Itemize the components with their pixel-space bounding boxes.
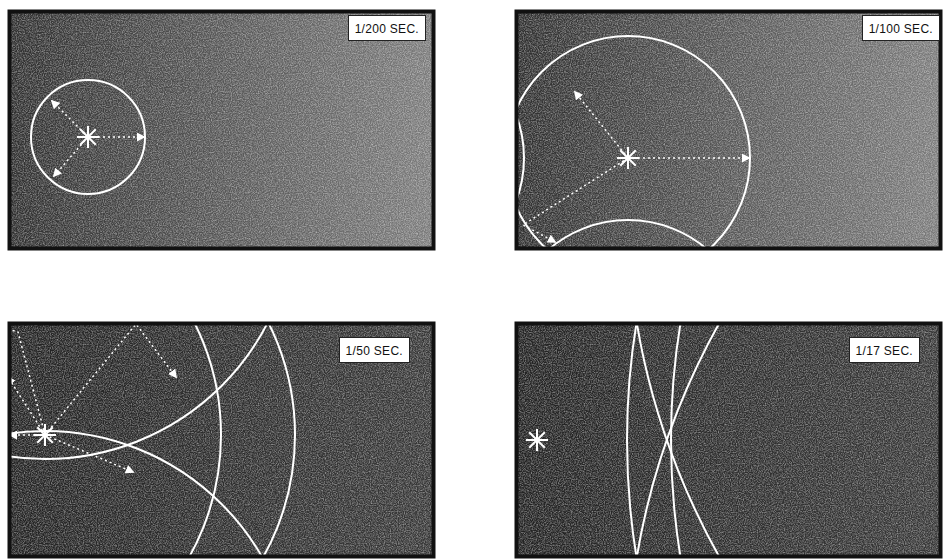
source-spike (45, 427, 53, 435)
time-text: 1/50 SEC. (346, 344, 403, 358)
wave-front (8, 322, 295, 459)
room-texture (515, 322, 942, 558)
source-spike (37, 435, 45, 443)
wave-front (8, 431, 295, 558)
wave-front (515, 322, 942, 558)
source-spike (537, 432, 545, 440)
source-spike (37, 427, 45, 435)
sound-ray (45, 324, 176, 435)
sound-ray (628, 157, 749, 159)
room-wall (517, 324, 941, 557)
source-spike (529, 432, 537, 440)
wave-front (8, 322, 295, 558)
time-label: 1/50 SEC. (339, 337, 410, 363)
room-texture (8, 10, 435, 250)
sound-ray (52, 101, 88, 137)
sound-ray (45, 435, 133, 472)
wave-front (515, 220, 750, 250)
time-text: 1/100 SEC. (869, 22, 933, 36)
time-label: 1/100 SEC. (862, 15, 940, 41)
room-wall (10, 12, 434, 249)
source-spike (628, 158, 636, 166)
wave-front (31, 80, 145, 194)
time-text: 1/200 SEC. (355, 22, 419, 36)
sound-ray (88, 136, 144, 138)
sound-ray (10, 434, 45, 436)
wave-front (627, 322, 942, 558)
wave-front (515, 322, 942, 558)
room-panel (8, 10, 435, 250)
source-spike (620, 158, 628, 166)
wave-front (671, 322, 942, 558)
sound-ray (8, 377, 45, 435)
wave-front (627, 322, 942, 558)
source-spike (620, 150, 628, 158)
source-spike (80, 129, 88, 137)
room-ground (8, 10, 435, 250)
wave-front (515, 322, 942, 558)
wave-front (627, 322, 942, 558)
source-spike (537, 440, 545, 448)
wave-front (515, 322, 942, 558)
sound-ray (54, 137, 88, 176)
sound-ray (8, 327, 45, 435)
sound-source (526, 429, 548, 451)
time-text: 1/17 SEC. (856, 344, 913, 358)
source-spike (88, 129, 96, 137)
room-wall (517, 12, 941, 249)
wave-front (515, 322, 942, 558)
room-ground (515, 322, 942, 558)
wave-front (515, 322, 942, 558)
source-spike (628, 150, 636, 158)
source-spike (45, 435, 53, 443)
source-spike (80, 137, 88, 145)
sound-ray (523, 158, 628, 242)
sound-source (77, 126, 99, 148)
source-spike (88, 137, 96, 145)
sound-source (617, 147, 639, 169)
sound-ray (575, 92, 628, 158)
time-label: 1/17 SEC. (849, 337, 920, 363)
wave-front (515, 322, 942, 558)
wave-front (515, 322, 942, 558)
source-spike (529, 440, 537, 448)
room-wall (10, 324, 434, 557)
sound-source (34, 424, 56, 446)
wave-front (515, 36, 750, 250)
time-label: 1/200 SEC. (348, 15, 426, 41)
